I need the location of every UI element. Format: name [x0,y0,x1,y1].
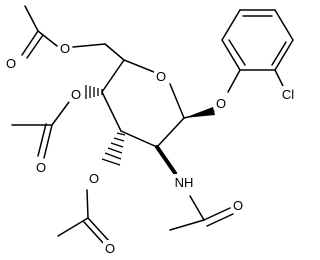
atom-labels: O O Cl O O O O O O NH O [4,40,299,256]
ring-oxygen-label: O [156,69,166,84]
c6-carbonyl-double-bond-1 [21,30,39,56]
acetamide-nitrogen-label: NH [175,175,194,190]
c3-acetyl-methyl-bond [57,217,89,237]
c2-n-bold-bond [155,145,177,175]
c6-carbonyl-double-bond-2 [26,34,44,59]
c6-ester-oxygen-label: O [60,41,70,56]
c6-ester-o-carbonyl-bond [37,30,58,47]
acetamide-carbonyl-double-bond-1 [203,207,231,221]
c6-acetyl-methyl-bond [24,5,39,32]
c4-carbonyl-double-bond-1 [43,124,53,159]
anomeric-wedge-bond [184,107,215,118]
chlorine-label: Cl [282,87,294,102]
c3-ester-oxygen-label: O [89,171,99,186]
c4-ester-oxygen-label: O [71,87,81,102]
c3-carbonyl-oxygen-label: O [105,241,115,256]
aryl-ether-oxygen-label: O [216,96,226,111]
c4-carbonyl-oxygen-label: O [36,160,46,175]
c6-carbonyl-oxygen-label: O [6,56,16,71]
n-carbonyl-bond [189,195,205,221]
c4-carbonyl-double-bond-2 [37,123,47,157]
chlorophenyl-ring [221,9,294,71]
molecule-structure: O O Cl O O O O O O NH O [4,5,299,256]
c3-ester-o-carbonyl-bond [86,189,89,219]
aryl-ether-bond-ring [227,69,241,93]
c3-hashed-bond [101,132,126,166]
acetamide-carbonyl-double-bond-2 [206,213,234,227]
acetamide-methyl-bond [169,219,205,231]
chloro-bond [274,69,284,87]
c4-ester-o-carbonyl-bond [51,101,70,126]
c4-hashed-bond [85,85,103,99]
pyranose-ring [101,59,185,148]
acetamide-carbonyl-oxygen-label: O [233,198,243,213]
c3-carbonyl-double-bond-2 [83,221,106,246]
c6-o-bond [72,43,106,48]
c5-c6-bond [104,43,125,61]
c3-carbonyl-double-bond-1 [87,217,110,242]
